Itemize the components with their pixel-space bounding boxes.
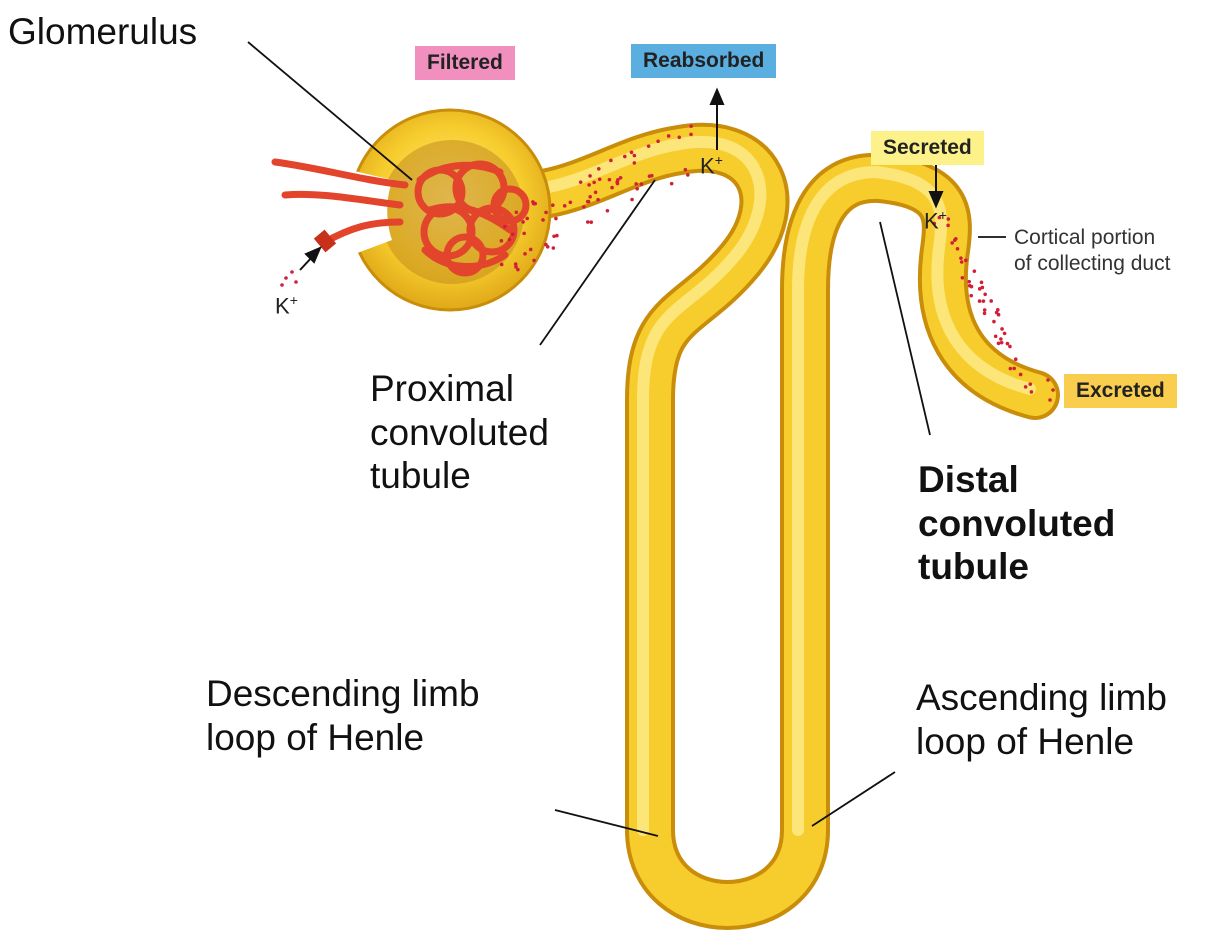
proximal-line-2: convoluted — [370, 411, 549, 455]
secreted-tag: Secreted — [871, 131, 984, 165]
k-ion-symbol: K — [275, 293, 290, 318]
k-ion-charge: + — [290, 292, 298, 308]
glomerulus-label: Glomerulus — [8, 10, 197, 54]
distal-line-2: convoluted — [918, 502, 1115, 546]
collecting-line-2: of collecting duct — [1014, 251, 1170, 277]
k-ion-symbol: K — [700, 153, 715, 178]
proximal-line-3: tubule — [370, 454, 549, 498]
descending-limb-label: Descending limb loop of Henle — [206, 672, 480, 759]
proximal-line-1: Proximal — [370, 367, 549, 411]
ascending-line-1: Ascending limb — [916, 676, 1167, 720]
distal-line-3: tubule — [918, 545, 1115, 589]
k-ion-blood-label: K+ — [275, 292, 298, 319]
collecting-line-1: Cortical portion — [1014, 225, 1170, 251]
descending-line-2: loop of Henle — [206, 716, 480, 760]
proximal-tubule-label: Proximal convoluted tubule — [370, 367, 549, 498]
k-ion-secreted-label: K+ — [924, 207, 947, 234]
k-ion-symbol: K — [924, 208, 939, 233]
ascending-limb-label: Ascending limb loop of Henle — [916, 676, 1167, 763]
reabsorbed-tag: Reabsorbed — [631, 44, 776, 78]
filtered-tag: Filtered — [415, 46, 515, 80]
collecting-duct-label: Cortical portion of collecting duct — [1014, 225, 1170, 278]
distal-line-1: Distal — [918, 458, 1115, 502]
k-ion-charge: + — [715, 152, 723, 168]
excreted-tag: Excreted — [1064, 374, 1177, 408]
k-ion-charge: + — [939, 207, 947, 223]
k-ion-reabsorbed-label: K+ — [700, 152, 723, 179]
ascending-line-2: loop of Henle — [916, 720, 1167, 764]
distal-tubule-label: Distal convoluted tubule — [918, 458, 1115, 589]
descending-line-1: Descending limb — [206, 672, 480, 716]
